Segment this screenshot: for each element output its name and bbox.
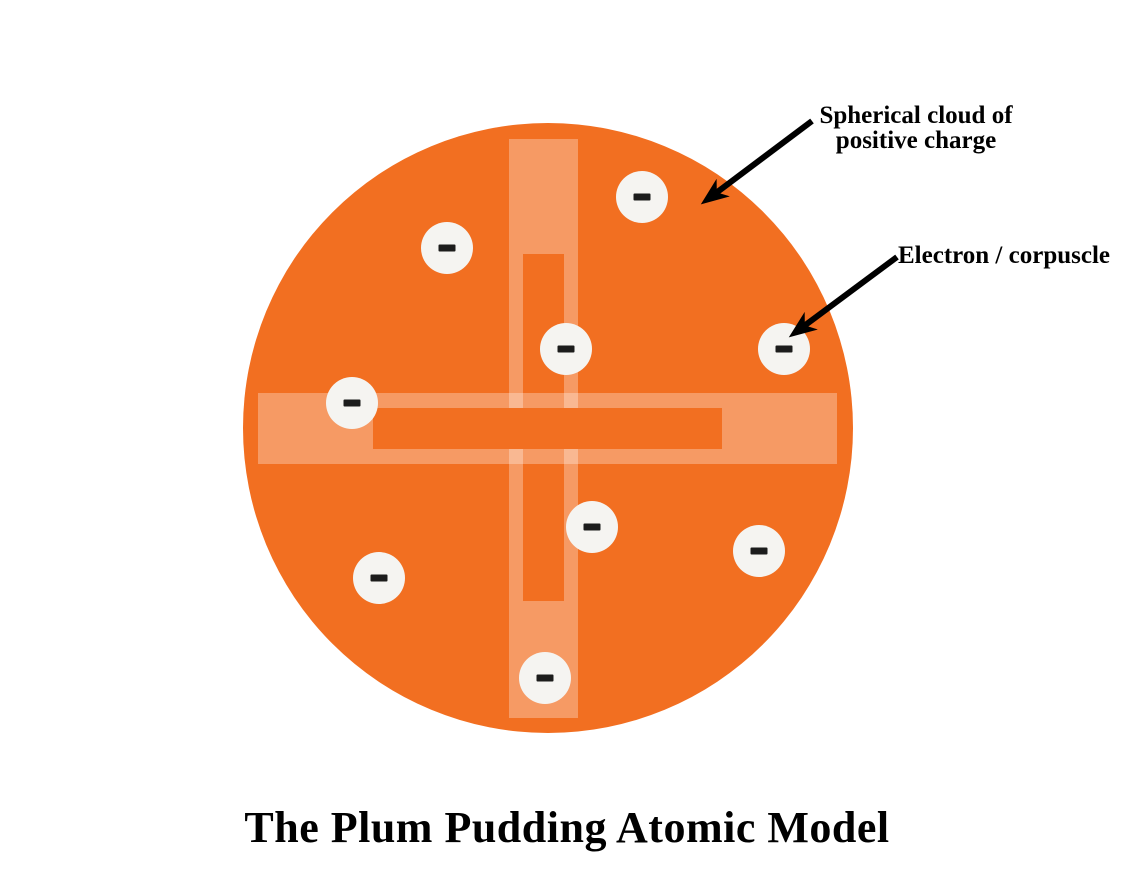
electron: [616, 171, 668, 223]
horizontal-band-inner: [373, 408, 722, 449]
diagram-title: The Plum Pudding Atomic Model: [244, 803, 890, 852]
positive-cloud-label: Spherical cloud of positive charge: [819, 102, 1013, 154]
electron: [353, 552, 405, 604]
electron: [566, 501, 618, 553]
minus-sign: [370, 574, 388, 582]
minus-sign: [536, 674, 554, 682]
minus-sign: [343, 399, 361, 407]
minus-sign: [775, 345, 793, 353]
electron: [733, 525, 785, 577]
minus-sign: [583, 523, 601, 531]
electron: [421, 222, 473, 274]
cloud-arrow: [700, 118, 814, 205]
minus-sign: [557, 345, 575, 353]
electron: [540, 323, 592, 375]
minus-sign: [633, 193, 651, 201]
electron-arrow: [788, 254, 899, 338]
electron: [326, 377, 378, 429]
electron: [519, 652, 571, 704]
minus-sign: [750, 547, 768, 555]
minus-sign: [438, 244, 456, 252]
electron-corpuscle-label: Electron / corpuscle: [898, 242, 1110, 269]
